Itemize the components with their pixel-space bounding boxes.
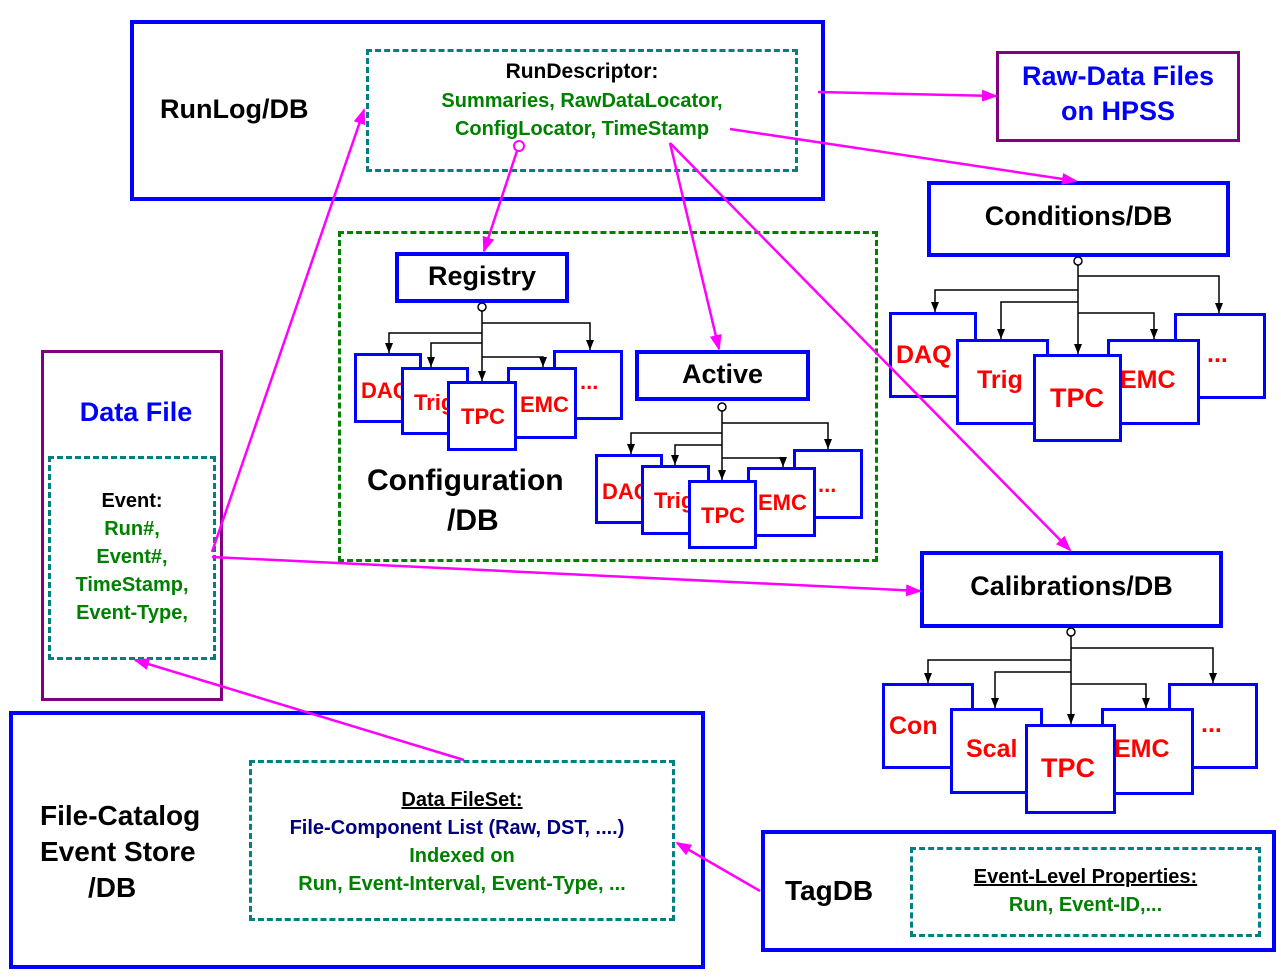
tagdb-title: TagDB xyxy=(785,875,874,906)
calibrations-connector-dot xyxy=(1066,627,1076,637)
run-descriptor-box xyxy=(366,49,798,172)
event-field-run: Run#, xyxy=(104,518,160,540)
event-level-props-title: Event-Level Properties: xyxy=(973,866,1198,888)
run-descriptor-line2: ConfigLocator, TimeStamp xyxy=(454,118,710,140)
event-title: Event: xyxy=(101,490,163,512)
event-field-type: Event-Type, xyxy=(76,602,188,624)
active-card-tpc: TPC xyxy=(688,480,757,549)
event-level-props-line1: Run, Event-ID,... xyxy=(1008,894,1163,916)
fileset-box xyxy=(249,760,675,921)
fileset-line3: Run, Event-Interval, Event-Type, ... xyxy=(298,873,626,895)
active-card-emc: EMC xyxy=(747,467,816,537)
data-file-box xyxy=(41,350,223,701)
run-descriptor-line1: Summaries, RawDataLocator, xyxy=(441,90,723,112)
arrow-runlog-to-rawdata xyxy=(817,89,998,102)
event-level-props-box xyxy=(910,847,1261,937)
calibrations-card-tpc: TPC xyxy=(1025,724,1116,814)
raw-data-line2: on HPSS xyxy=(1060,96,1175,126)
tagdb-box xyxy=(761,830,1276,952)
runlog-title: RunLog/DB xyxy=(160,94,309,124)
fileset-title: Data FileSet: xyxy=(401,789,523,811)
data-file-title: Data File xyxy=(79,397,193,427)
conditions-title: Conditions/DB xyxy=(984,201,1173,231)
event-field-event: Event#, xyxy=(96,546,168,568)
configuration-title-line2: /DB xyxy=(447,504,499,537)
conditions-connector-dot xyxy=(1073,256,1083,266)
registry-title: Registry xyxy=(427,261,537,291)
fileset-line1: File-Component List (Raw, DST, ....) xyxy=(289,817,625,839)
calibrations-title: Calibrations/DB xyxy=(970,571,1173,601)
fileset-line2: Indexed on xyxy=(409,845,515,867)
arrow-event-to-calibrations xyxy=(211,555,922,597)
file-catalog-line1: File-Catalog xyxy=(40,800,201,831)
active-title: Active xyxy=(681,359,764,389)
registry-card-emc: EMC xyxy=(507,367,577,439)
configuration-title-line1: Configuration xyxy=(367,464,564,497)
registry-card-tpc: TPC xyxy=(447,381,517,451)
conditions-card-tpc: TPC xyxy=(1033,354,1122,442)
raw-data-box xyxy=(996,51,1240,142)
calibrations-card-emc: EMC xyxy=(1101,708,1194,795)
file-catalog-line2: Event Store xyxy=(40,836,196,867)
raw-data-line1: Raw-Data Files xyxy=(1021,61,1215,91)
file-catalog-line3: /DB xyxy=(88,872,137,903)
run-descriptor-title: RunDescriptor: xyxy=(505,60,659,83)
registry-box xyxy=(395,252,569,303)
calibrations-box xyxy=(920,551,1223,628)
event-field-timestamp: TimeStamp, xyxy=(75,574,189,596)
